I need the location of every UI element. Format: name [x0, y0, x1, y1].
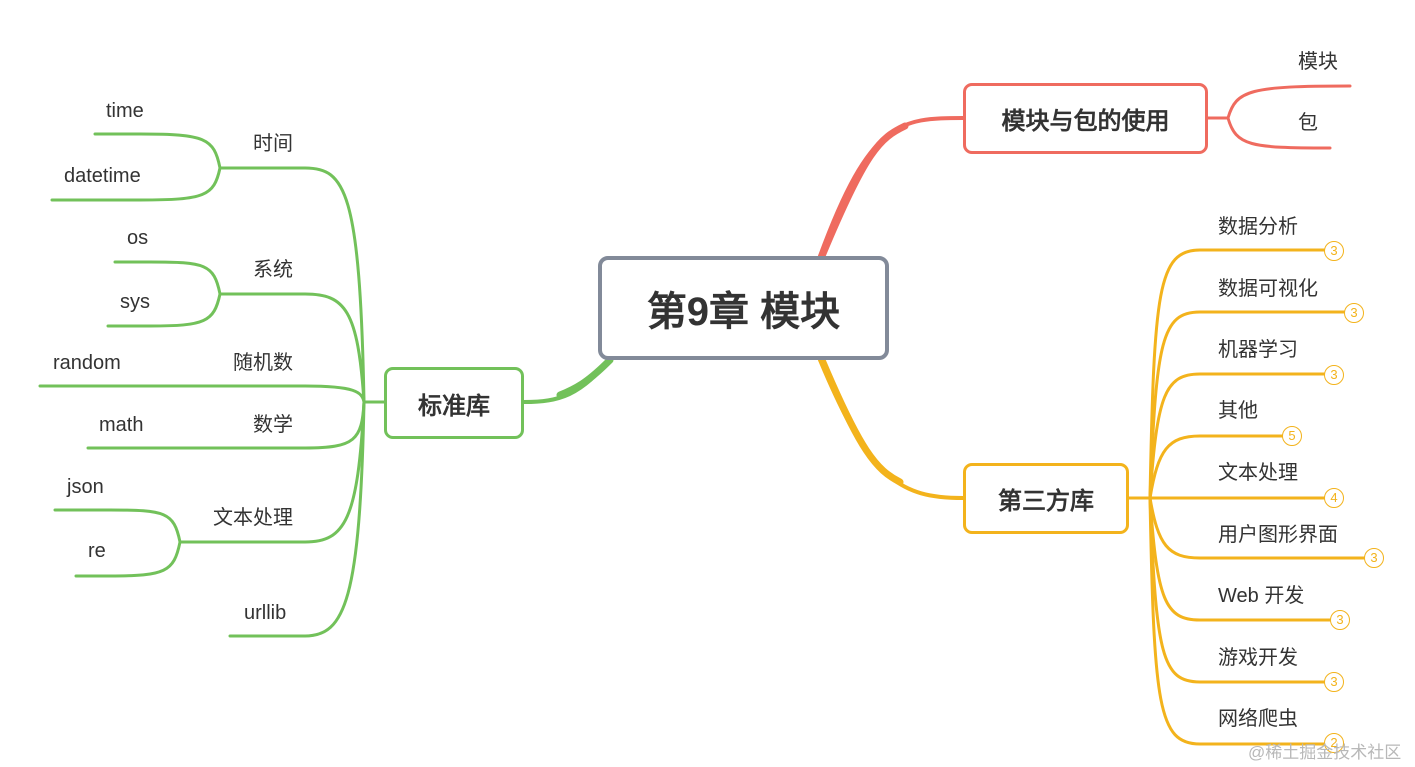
- topic-gui[interactable]: 用户图形界面: [1218, 524, 1338, 546]
- topic-random[interactable]: 随机数: [233, 352, 293, 374]
- topic-data-visualization[interactable]: 数据可视化: [1218, 278, 1318, 300]
- topic-system[interactable]: 系统: [253, 259, 293, 281]
- leaf-json[interactable]: json: [67, 476, 104, 498]
- link-root-third-thick: [818, 356, 904, 486]
- link-root-stdlib-thick: [556, 356, 614, 399]
- links-third-children: [1127, 248, 1367, 746]
- leaf-os[interactable]: os: [127, 227, 149, 249]
- collapsed-count-badge[interactable]: 2: [1324, 733, 1344, 753]
- topic-game-development[interactable]: 游戏开发: [1218, 647, 1298, 669]
- topic-package[interactable]: 包: [1298, 112, 1318, 134]
- topic-text-processing-std[interactable]: 文本处理: [213, 507, 293, 529]
- leaf-re[interactable]: re: [88, 540, 106, 562]
- collapsed-count-badge[interactable]: 5: [1282, 426, 1302, 446]
- root-node[interactable]: 第9章 模块: [598, 256, 889, 360]
- topic-urllib[interactable]: urllib: [244, 602, 287, 624]
- watermark: @稀土掘金技术社区: [1248, 743, 1402, 762]
- links-module-children: [1206, 84, 1352, 150]
- topic-time[interactable]: 时间: [253, 133, 293, 155]
- topic-web-crawler[interactable]: 网络爬虫: [1218, 708, 1298, 730]
- topic-text-processing[interactable]: 文本处理: [1218, 462, 1298, 484]
- topic-module[interactable]: 模块: [1298, 51, 1338, 73]
- collapsed-count-badge[interactable]: 3: [1324, 241, 1344, 261]
- collapsed-count-badge[interactable]: 3: [1364, 548, 1384, 568]
- links-stdlib-children: [38, 132, 386, 638]
- leaf-random[interactable]: random: [53, 352, 121, 374]
- link-root-module-thick: [818, 122, 909, 260]
- topic-web-development[interactable]: Web 开发: [1218, 585, 1305, 607]
- branch-third-party[interactable]: 第三方库: [963, 463, 1129, 534]
- collapsed-count-badge[interactable]: 3: [1330, 610, 1350, 630]
- link-root-module: [818, 116, 965, 258]
- leaf-sys[interactable]: sys: [120, 291, 150, 313]
- collapsed-count-badge[interactable]: 3: [1344, 303, 1364, 323]
- topic-machine-learning[interactable]: 机器学习: [1218, 339, 1298, 361]
- topic-math[interactable]: 数学: [253, 414, 293, 436]
- topic-other[interactable]: 其他: [1218, 400, 1258, 422]
- branch-module-package[interactable]: 模块与包的使用: [963, 83, 1208, 154]
- collapsed-count-badge[interactable]: 3: [1324, 672, 1344, 692]
- topic-data-analysis[interactable]: 数据分析: [1218, 216, 1298, 238]
- leaf-math[interactable]: math: [99, 414, 144, 436]
- leaf-time[interactable]: time: [106, 100, 144, 122]
- leaf-datetime[interactable]: datetime: [64, 165, 141, 187]
- collapsed-count-badge[interactable]: 4: [1324, 488, 1344, 508]
- branch-stdlib[interactable]: 标准库: [384, 367, 524, 439]
- collapsed-count-badge[interactable]: 3: [1324, 365, 1344, 385]
